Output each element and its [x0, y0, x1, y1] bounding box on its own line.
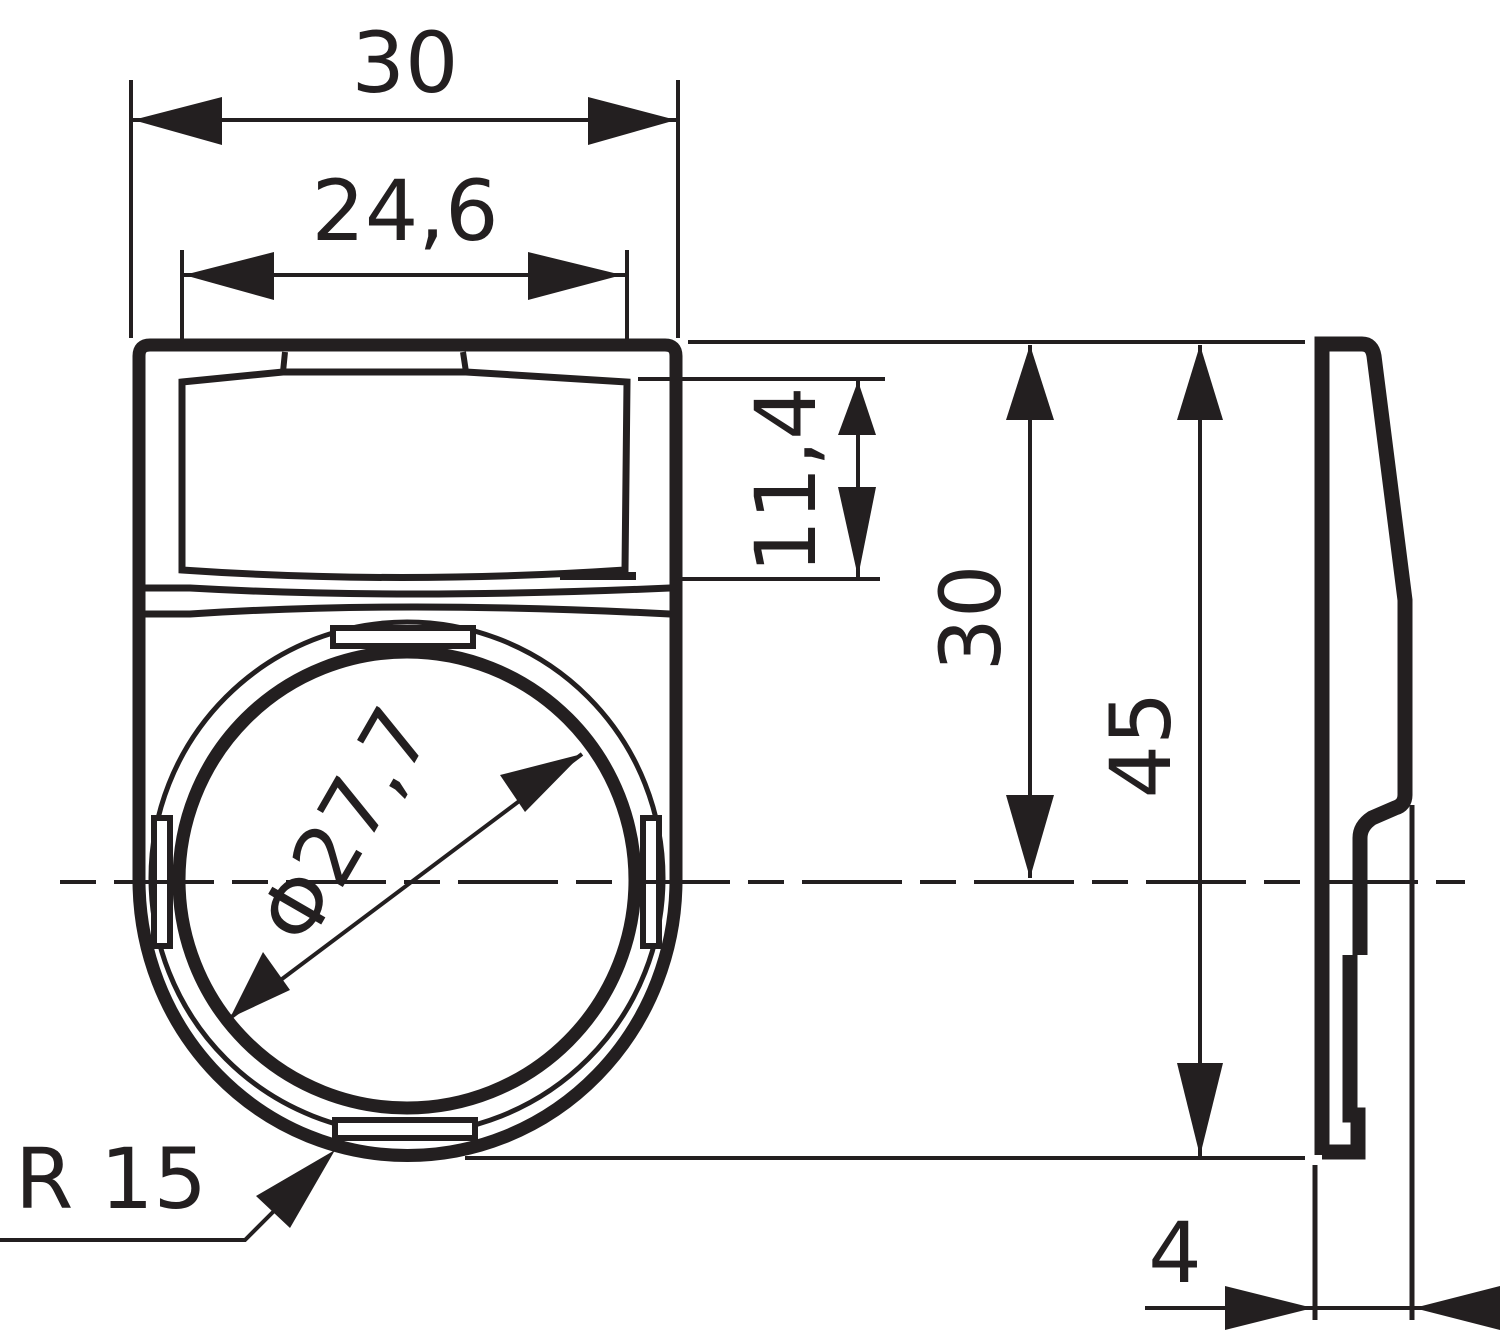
dim-bore-diameter: Φ27,7 — [228, 691, 584, 1020]
dim-label-depth: 4 — [1148, 1204, 1201, 1302]
side-outline — [1314, 336, 1413, 1155]
front-view — [132, 338, 683, 1162]
dim-depth: 4 — [1145, 1204, 1500, 1330]
dim-label-label-height: 11,4 — [737, 386, 835, 573]
dim-overall-height: 45 — [465, 345, 1305, 1160]
dim-top-to-center: 30 — [688, 340, 1305, 878]
dim-label-bore-diameter: Φ27,7 — [239, 691, 450, 959]
outer-ring — [148, 619, 666, 1137]
side-inner-step — [1322, 955, 1366, 1160]
label-window — [178, 368, 631, 581]
dim-label-overall-height: 45 — [1092, 692, 1190, 799]
front-outline — [132, 338, 683, 1162]
tab-top — [330, 625, 476, 649]
dim-overall-width: 30 — [129, 14, 680, 338]
dim-label-top-to-center: 30 — [922, 565, 1020, 672]
divider-band-bottom — [145, 603, 671, 618]
dim-bottom-radius: R 15 — [0, 1130, 335, 1242]
divider-band-top — [145, 584, 671, 598]
dim-label-bottom-radius: R 15 — [15, 1130, 207, 1228]
dim-label-label-width: 24,6 — [311, 162, 498, 260]
dim-label-overall-width: 30 — [352, 14, 459, 112]
label-window-tab — [560, 572, 636, 580]
side-view — [1312, 336, 1415, 1320]
tab-bottom — [332, 1117, 478, 1141]
dim-label-width: 24,6 — [180, 162, 629, 343]
dim-label-height: 11,4 — [638, 377, 885, 581]
